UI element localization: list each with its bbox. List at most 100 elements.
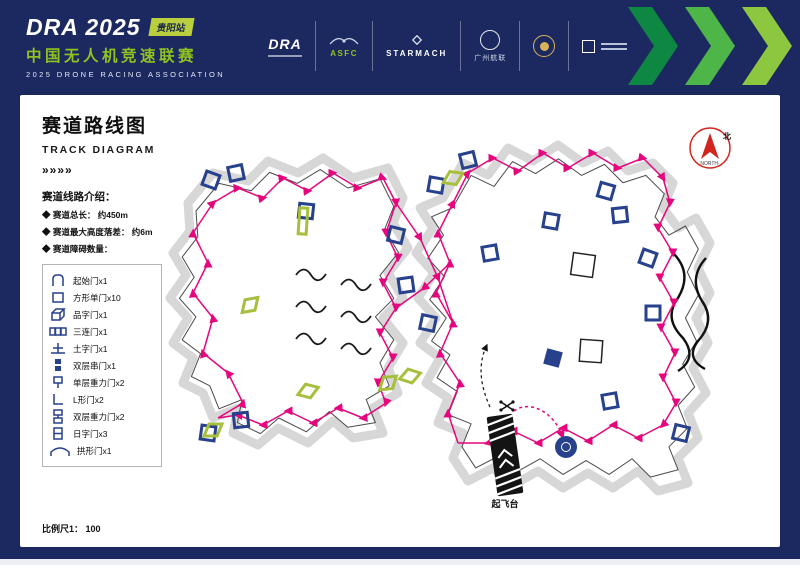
header-chevrons (628, 7, 792, 85)
legend-row: 双层串门x1 (49, 357, 155, 374)
drone-icon (499, 400, 515, 412)
square-gate-marker (226, 163, 246, 183)
track-outline-left (170, 158, 408, 445)
legend-row: 单层重力门x2 (49, 374, 155, 391)
green-tall-gate-marker (296, 206, 310, 236)
square-gate-marker (480, 243, 500, 263)
green-gate-marker (398, 366, 422, 386)
square-gate-marker (458, 150, 478, 170)
league-name-en: 2025 DRONE RACING ASSOCIATION (26, 69, 226, 79)
obstacle-legend: 起始门x1 方形单门x10 品字门x1 三连门x1 土字门x1 (42, 264, 162, 467)
triple-gate-icon (49, 327, 67, 336)
green-gate-marker (238, 296, 262, 314)
legend-row: 三连门x1 (49, 323, 155, 340)
chevron-right-icon (628, 7, 678, 85)
legend-row: 日字门x3 (49, 425, 155, 442)
chevron-right-icon (742, 7, 792, 85)
square-gate-marker (644, 304, 662, 322)
wings-icon (329, 37, 359, 45)
green-gate-marker (296, 381, 320, 401)
partner-dra-label: DRA (268, 35, 302, 52)
brand-block: DRA 2025 贵阳站 中国无人机竞速联赛 2025 DRONE RACING… (26, 14, 225, 79)
track-guide-left (178, 169, 399, 435)
partner-gz-label: 广州航联 (474, 54, 507, 62)
partner-logos: DRA ASFC STARMACH 广州航联 (255, 21, 640, 71)
bottom-strip (0, 559, 800, 565)
l-shape-gate-icon (53, 394, 63, 405)
flight-route-crossover (395, 262, 451, 309)
platform-square-marker (569, 251, 597, 279)
north-arrow-icon (701, 133, 719, 159)
legend-row: 方形单门x10 (49, 289, 155, 306)
partner-starmach-label: STARMACH (386, 49, 448, 58)
platform-square-marker (578, 338, 604, 364)
pin-shape-gate-icon (51, 308, 66, 321)
north-label: 北 (723, 131, 731, 141)
chevron-right-icon (685, 7, 735, 85)
square-logo-icon (582, 39, 596, 53)
ri-shape-gate-icon (53, 427, 63, 440)
flight-route-right (431, 148, 681, 448)
partner-starmach: STARMACH (372, 21, 460, 71)
spec-height-drop: ◆ 赛道最大高度落差： 约6m (42, 227, 153, 237)
north-compass: 北 NORTH· (689, 127, 731, 169)
intro-heading: 赛道线路介绍： (42, 191, 116, 203)
track-diagram: 起飞台 北 NORTH· (158, 127, 731, 509)
partner-gz-aviation: 广州航联 (460, 21, 519, 71)
square-gate-marker (671, 423, 691, 443)
partner-asfc: ASFC (315, 21, 372, 71)
info-column: 赛道路线图 TRACK DIAGRAM »»»» 赛道线路介绍： ◆ 赛道总长：… (42, 111, 182, 467)
header: DRA 2025 贵阳站 中国无人机竞速联赛 2025 DRONE RACING… (0, 0, 800, 92)
brand-title: DRA 2025 (26, 13, 141, 40)
spec-total-length: ◆ 赛道总长： 约450m (42, 210, 128, 220)
square-gate-marker (637, 247, 659, 269)
legend-row: 拱形门x1 (49, 442, 155, 459)
flight-route-left (188, 168, 403, 430)
landing-marker (555, 436, 577, 458)
partner-group-textlines (601, 42, 628, 50)
square-gate-marker (541, 211, 561, 231)
legend-row: 品字门x1 (49, 306, 155, 323)
landing-path (513, 405, 565, 440)
legend-row: 双层重力门x2 (49, 408, 155, 425)
scale-label: 比例尺1： 100 (42, 524, 101, 534)
brace-marker (691, 257, 710, 371)
double-string-gate-icon (55, 359, 61, 371)
takeoff-platform (486, 413, 524, 497)
square-gate-marker (610, 205, 630, 225)
partner-emblem (519, 21, 568, 71)
square-gate-icon (52, 292, 64, 303)
square-gate-marker (600, 391, 620, 411)
start-gate-icon (52, 274, 64, 286)
single-gravity-gate-icon (53, 376, 63, 388)
legend-row: 土字门x1 (49, 340, 155, 357)
launch-path (480, 343, 491, 408)
spec-obstacle-count: ◆ 赛道障碍数量： (42, 244, 113, 254)
green-gates (202, 169, 465, 438)
partner-asfc-label: ASFC (330, 49, 358, 58)
station-badge: 贵阳站 (147, 18, 194, 36)
wave-markers (295, 268, 372, 356)
takeoff-label: 起飞台 (490, 498, 518, 509)
solid-gate-marker (543, 348, 563, 368)
page-title: 赛道路线图 (42, 116, 148, 137)
flight-route-crossover (395, 202, 454, 324)
chevron-decoration: »»»» (42, 163, 73, 177)
square-gate-marker (426, 175, 446, 195)
north-sublabel: NORTH· (700, 161, 720, 167)
double-gravity-gate-icon (53, 409, 63, 424)
diamond-emblem-icon (411, 34, 422, 46)
page-subtitle: TRACK DIAGRAM (42, 144, 156, 156)
track-guide-right (427, 158, 699, 478)
legend-row: 起始门x1 (49, 272, 155, 289)
tu-shape-gate-icon (51, 343, 65, 354)
legend-row: L形门x2 (49, 391, 155, 408)
square-gate-marker (396, 275, 416, 295)
partner-dra: DRA (255, 21, 315, 71)
partner-dra-underline (268, 54, 303, 57)
arch-gate-icon (50, 447, 70, 456)
league-name-cn: 中国无人机竞速联赛 (26, 47, 198, 65)
round-emblem-icon (480, 29, 501, 50)
square-gate-marker (595, 180, 617, 202)
